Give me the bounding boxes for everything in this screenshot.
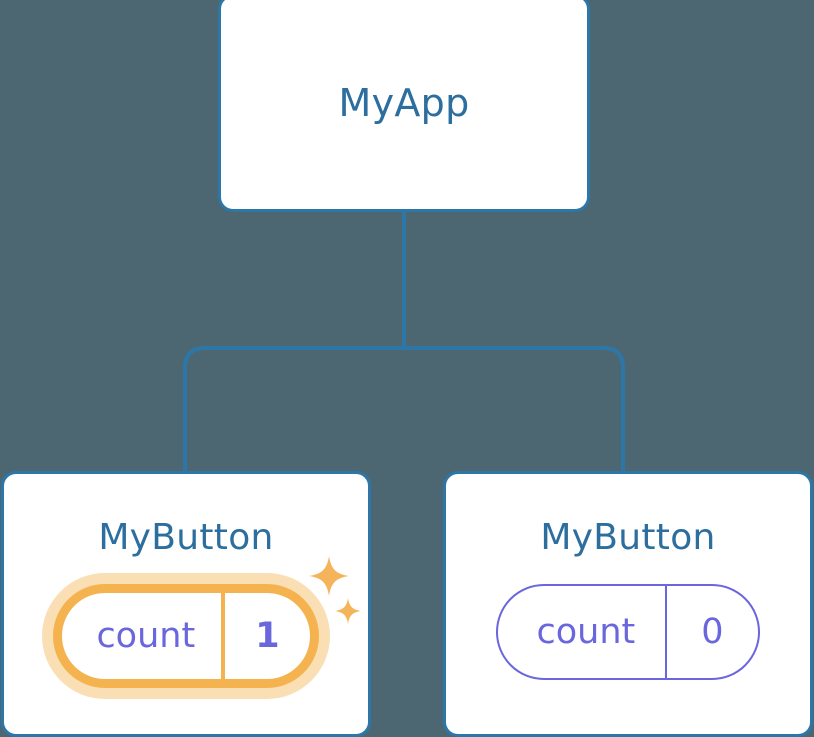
state-badge-active[interactable]: count 1 [42,556,361,699]
state-value: 0 [665,586,757,678]
sparkle-small-icon [334,598,361,624]
state-badge-idle[interactable]: count 0 [496,584,760,680]
state-badge[interactable]: count 1 [53,584,319,688]
node-myapp[interactable]: MyApp [218,0,590,212]
connector-branch-bus [183,346,625,478]
node-mybutton-left[interactable]: MyButton count 1 [1,471,371,737]
state-key: count [96,615,196,656]
sparkle-group [308,556,371,638]
state-value: 1 [221,593,309,679]
node-mybutton-right[interactable]: MyButton count 0 [443,471,813,737]
state-key: count [536,611,636,652]
state-badge[interactable]: count 0 [496,584,760,680]
sparkle-large-icon [308,556,349,596]
node-title: MyButton [540,517,716,558]
node-title: MyButton [98,517,274,558]
node-title: MyApp [338,81,470,125]
